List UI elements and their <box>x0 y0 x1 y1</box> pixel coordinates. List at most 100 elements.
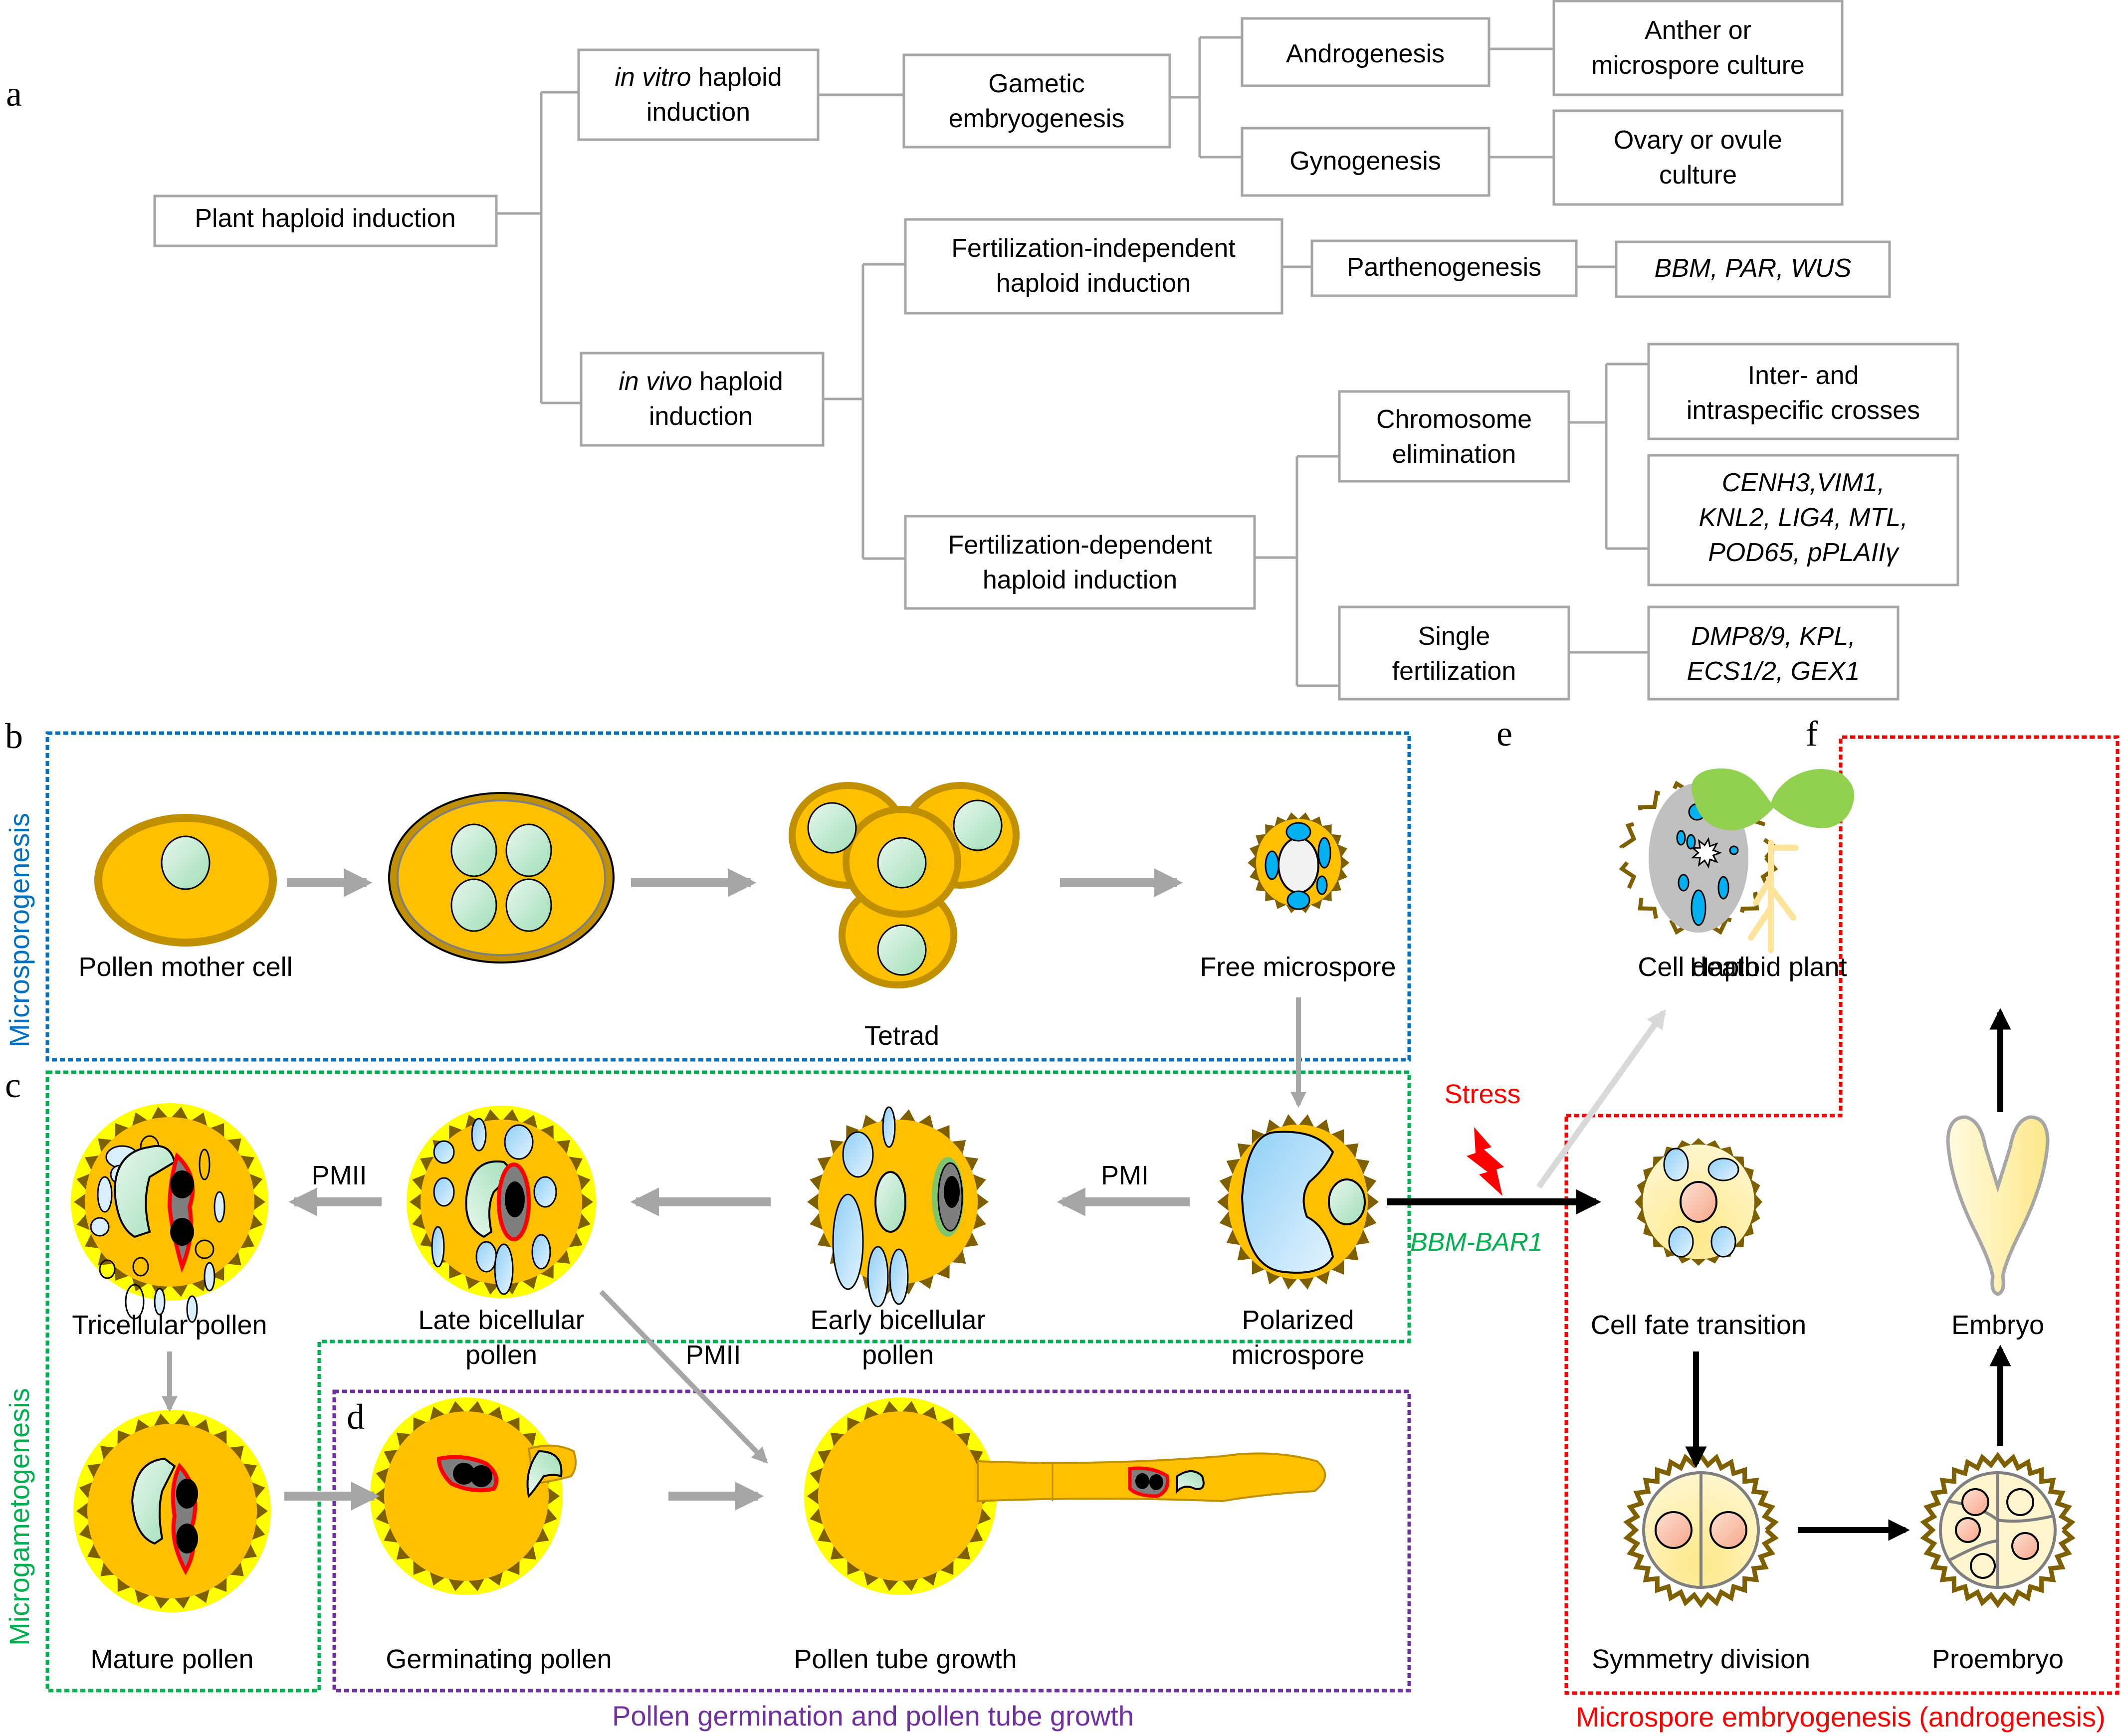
stage-label-cell-fate: Cell fate transition <box>1591 1310 1806 1340</box>
vacuole <box>1707 1157 1739 1181</box>
sperm-nucleus <box>176 1479 198 1509</box>
tree-node-crosses: Inter- and intraspecific crosses <box>1647 343 1959 440</box>
svg-text:Chromosome: Chromosome <box>1376 405 1532 434</box>
vacuole <box>842 1131 874 1178</box>
svg-text:KNL2, LIG4, MTL,: KNL2, LIG4, MTL, <box>1698 503 1908 532</box>
vacuole <box>1691 889 1706 926</box>
svg-text:induction: induction <box>646 98 750 127</box>
vacuole <box>471 1118 487 1152</box>
exine <box>1623 1452 1779 1608</box>
stage-label-free-microspore: Free microspore <box>1200 952 1396 982</box>
section-label-microgametogenesis: Microgametogenesis <box>3 1388 35 1646</box>
cell-dividing <box>388 792 615 964</box>
stage-label-late-bicellular-1: Late bicellular <box>418 1305 584 1335</box>
vesicle <box>99 1259 116 1279</box>
nucleus <box>1970 1553 1996 1579</box>
stage-label-tube-growth: Pollen tube growth <box>794 1644 1017 1674</box>
svg-text:Plant haploid induction: Plant haploid induction <box>195 204 455 233</box>
bbm-bar1-label: BBM-BAR1 <box>1410 1228 1543 1257</box>
stage-label-early-bicellular-2: pollen <box>862 1340 934 1370</box>
stress-lightning-icon <box>1467 1127 1504 1196</box>
stage-label-tricellular: Tricellular pollen <box>72 1310 267 1340</box>
stage-label-cell-death: Cell death <box>1638 952 1759 982</box>
tree-node-anther: Anther or microspore culture <box>1552 0 1844 96</box>
panel-label-a: a <box>6 74 22 114</box>
stage-label-proembryo: Proembryo <box>1932 1644 2064 1674</box>
tree-node-parthenogenesis: Parthenogenesis <box>1310 239 1578 297</box>
tree-node-in-vivo: in vivo haploid induction <box>580 352 825 447</box>
sperm-nucleus <box>453 1463 475 1485</box>
section-label-microsporogenesis: Microsporogenesis <box>3 813 35 1047</box>
svg-text:induction: induction <box>649 402 753 431</box>
cytoplasm <box>384 1411 549 1581</box>
tree-node-chrom-elim: Chromosome elimination <box>1338 390 1570 483</box>
vegetative-nucleus <box>131 1457 176 1545</box>
nucleus <box>1955 1517 1981 1543</box>
vegetative-nucleus <box>874 1171 906 1233</box>
svg-text:in vitro haploid: in vitro haploid <box>615 63 782 92</box>
vesicle <box>154 1288 166 1316</box>
sperm-nucleus <box>1135 1473 1149 1489</box>
vesicle <box>195 1239 214 1259</box>
stage-label-late-bicellular-2: pollen <box>465 1340 537 1370</box>
sperm-nucleus <box>170 1218 194 1246</box>
panel-label-c: c <box>5 1065 21 1105</box>
nucleus <box>2011 1532 2039 1560</box>
nucleus <box>1328 1178 1366 1225</box>
vacuole <box>1663 1148 1689 1181</box>
section-label-embryogenesis: Microspore embryogenesis (androgenesis) <box>1576 1701 2105 1733</box>
svg-text:microspore culture: microspore culture <box>1591 51 1805 80</box>
vacuole <box>1316 875 1328 895</box>
svg-text:in vivo haploid: in vivo haploid <box>619 367 783 396</box>
generative-nucleus <box>944 1176 960 1208</box>
tree-node-androgenesis: Androgenesis <box>1241 17 1490 87</box>
svg-text:fertilization: fertilization <box>1392 657 1516 686</box>
vesicle <box>97 1176 113 1213</box>
arrow-label-pmii-diagonal: PMII <box>685 1340 741 1370</box>
arrow-label-pmii: PMII <box>311 1160 367 1190</box>
stage-label-embryo: Embryo <box>1951 1310 2044 1340</box>
cell-tetrad <box>789 782 1020 988</box>
section-box-microgametogenesis <box>45 1070 1411 1693</box>
stage-label-mature: Mature pollen <box>90 1644 253 1674</box>
section-label-germination: Pollen germination and pollen tube growt… <box>612 1700 1134 1732</box>
tree-node-single-fert: Single fertilization <box>1338 605 1570 701</box>
cell-pollen-mother-cell <box>94 814 277 947</box>
tree-node-root: Plant haploid induction <box>153 194 498 247</box>
vacuole <box>882 1106 896 1148</box>
section-box-germination <box>332 1389 1411 1693</box>
section-box-microsporogenesis <box>45 731 1411 1062</box>
tree-node-parth-genes: BBM, PAR, WUS <box>1615 240 1891 298</box>
nucleus <box>1709 1511 1747 1549</box>
stage-label-symmetry: Symmetry division <box>1592 1644 1810 1674</box>
arrows-microgametogenesis <box>161 1187 1190 1511</box>
svg-text:Fertilization-independent: Fertilization-independent <box>951 234 1236 263</box>
nucleus <box>1655 1511 1693 1549</box>
exine <box>1920 1452 2076 1608</box>
cell-polarized-microspore <box>1217 1114 1379 1290</box>
stage-label-pollen-mother-cell: Pollen mother cell <box>78 952 292 982</box>
svg-text:Androgenesis: Androgenesis <box>1286 39 1445 68</box>
svg-text:embryogenesis: embryogenesis <box>949 104 1125 133</box>
cell-mature-pollen <box>73 1410 271 1612</box>
cell-free-microspore <box>1248 812 1349 913</box>
vacuole <box>1686 834 1696 850</box>
tree-node-fert-independent: Fertilization-independent haploid induct… <box>904 218 1283 315</box>
stage-label-polarized-2: microspore <box>1231 1340 1364 1370</box>
svg-text:ECS1/2, GEX1: ECS1/2, GEX1 <box>1687 657 1860 686</box>
sperm-nucleus <box>176 1524 198 1553</box>
tree-node-gametic: Gametic embryogenesis <box>902 53 1171 149</box>
cell-germinating-pollen <box>370 1397 577 1595</box>
embryo-shape <box>1946 1115 2050 1296</box>
svg-text:DMP8/9, KPL,: DMP8/9, KPL, <box>1691 622 1855 651</box>
vacuole <box>1710 1226 1736 1258</box>
stress-label: Stress <box>1444 1079 1520 1109</box>
svg-text:Gynogenesis: Gynogenesis <box>1289 147 1441 176</box>
vesicle <box>213 1191 225 1223</box>
cell-early-bicellular-pollen <box>807 1106 989 1308</box>
vacuole <box>531 1234 551 1270</box>
svg-text:intraspecific crosses: intraspecific crosses <box>1687 396 1920 425</box>
svg-text:CENH3,VIM1,: CENH3,VIM1, <box>1722 468 1885 497</box>
haploid-plant-icon <box>1691 768 1855 953</box>
